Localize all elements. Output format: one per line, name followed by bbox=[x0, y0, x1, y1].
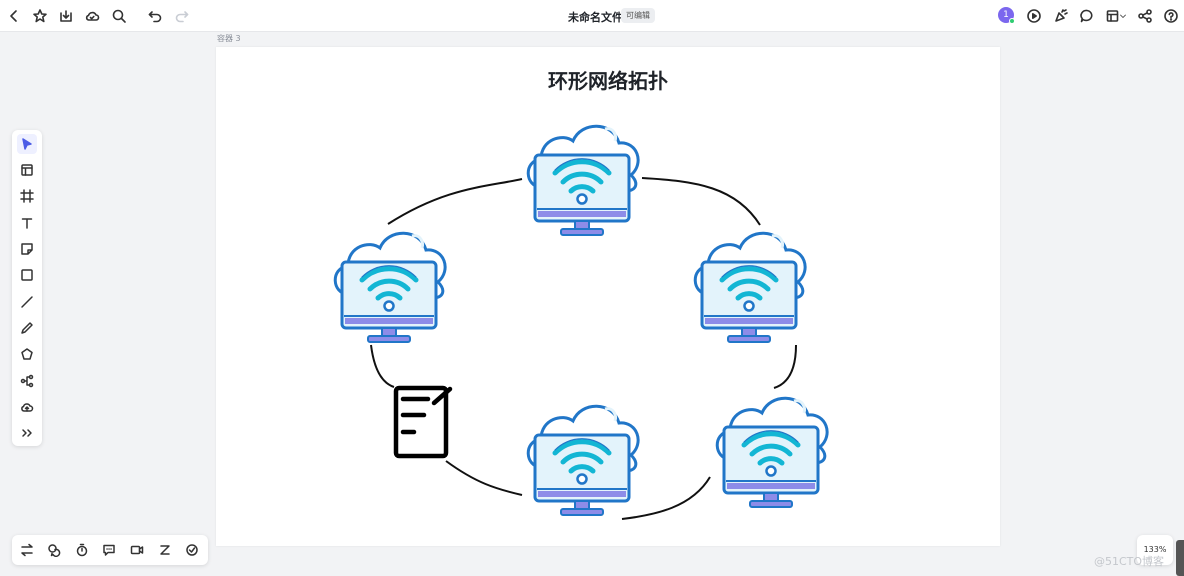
line-icon[interactable] bbox=[17, 292, 37, 312]
more-chevron-icon[interactable] bbox=[17, 423, 37, 443]
timer-icon[interactable] bbox=[73, 541, 91, 559]
connection-line bbox=[773, 344, 797, 389]
connection-line bbox=[387, 178, 523, 225]
connection-line bbox=[370, 344, 395, 388]
diagram-title[interactable]: 环形网络拓扑 bbox=[548, 69, 668, 93]
left-toolbar bbox=[12, 130, 42, 446]
bottom-toolbar bbox=[12, 535, 208, 565]
side-handle[interactable] bbox=[1176, 540, 1184, 576]
help-icon[interactable] bbox=[1162, 7, 1180, 25]
mindmap-icon[interactable] bbox=[17, 371, 37, 391]
z-letter-icon[interactable] bbox=[156, 541, 174, 559]
redo-icon[interactable] bbox=[173, 7, 191, 25]
connection-line bbox=[445, 460, 523, 496]
edit-permission-badge: 可编辑 bbox=[621, 8, 655, 23]
online-status-dot bbox=[1009, 18, 1015, 24]
rectangle-icon[interactable] bbox=[17, 265, 37, 285]
network-node-bottom bbox=[528, 406, 638, 515]
play-icon[interactable] bbox=[1025, 7, 1043, 25]
network-node-left bbox=[335, 233, 445, 342]
vote-icon[interactable] bbox=[183, 541, 201, 559]
search-icon[interactable] bbox=[110, 7, 128, 25]
pentagon-icon[interactable] bbox=[17, 344, 37, 364]
container-label: 容器 3 bbox=[217, 34, 241, 43]
connection-line bbox=[621, 476, 711, 520]
upload-icon[interactable] bbox=[17, 397, 37, 417]
sticky-note-icon[interactable] bbox=[17, 239, 37, 259]
pen-icon[interactable] bbox=[17, 318, 37, 338]
diagram-canvas[interactable]: 环形网络拓扑 bbox=[216, 47, 1000, 546]
share-icon[interactable] bbox=[1136, 7, 1154, 25]
zoom-level[interactable]: 133% bbox=[1137, 535, 1173, 565]
layout-icon[interactable] bbox=[1104, 7, 1122, 25]
network-node-right bbox=[695, 233, 805, 342]
undo-icon[interactable] bbox=[146, 7, 164, 25]
watermark-text: @51CTO博客 bbox=[1094, 555, 1165, 568]
swap-icon[interactable] bbox=[18, 541, 36, 559]
bubble-icon[interactable] bbox=[45, 541, 63, 559]
chat-icon[interactable] bbox=[100, 541, 118, 559]
select-arrow-icon[interactable] bbox=[17, 134, 37, 154]
connection-line bbox=[641, 177, 761, 226]
template-icon[interactable] bbox=[17, 160, 37, 180]
network-node-top bbox=[528, 126, 638, 235]
video-icon[interactable] bbox=[128, 541, 146, 559]
star-icon[interactable] bbox=[31, 7, 49, 25]
comment-icon[interactable] bbox=[1078, 7, 1096, 25]
back-icon[interactable] bbox=[5, 7, 23, 25]
document-note-icon bbox=[393, 385, 453, 459]
download-icon[interactable] bbox=[57, 7, 75, 25]
frame-icon[interactable] bbox=[17, 186, 37, 206]
cloud-icon[interactable] bbox=[83, 7, 101, 25]
chevron-down-icon[interactable] bbox=[1118, 7, 1128, 25]
confetti-icon[interactable] bbox=[1052, 7, 1070, 25]
text-icon[interactable] bbox=[17, 213, 37, 233]
network-node-bottom-right bbox=[717, 398, 827, 507]
document-title[interactable]: 未命名文件 bbox=[568, 11, 623, 24]
ring-topology-diagram bbox=[216, 47, 1000, 520]
top-toolbar: 未命名文件 可编辑 1 bbox=[0, 0, 1184, 32]
